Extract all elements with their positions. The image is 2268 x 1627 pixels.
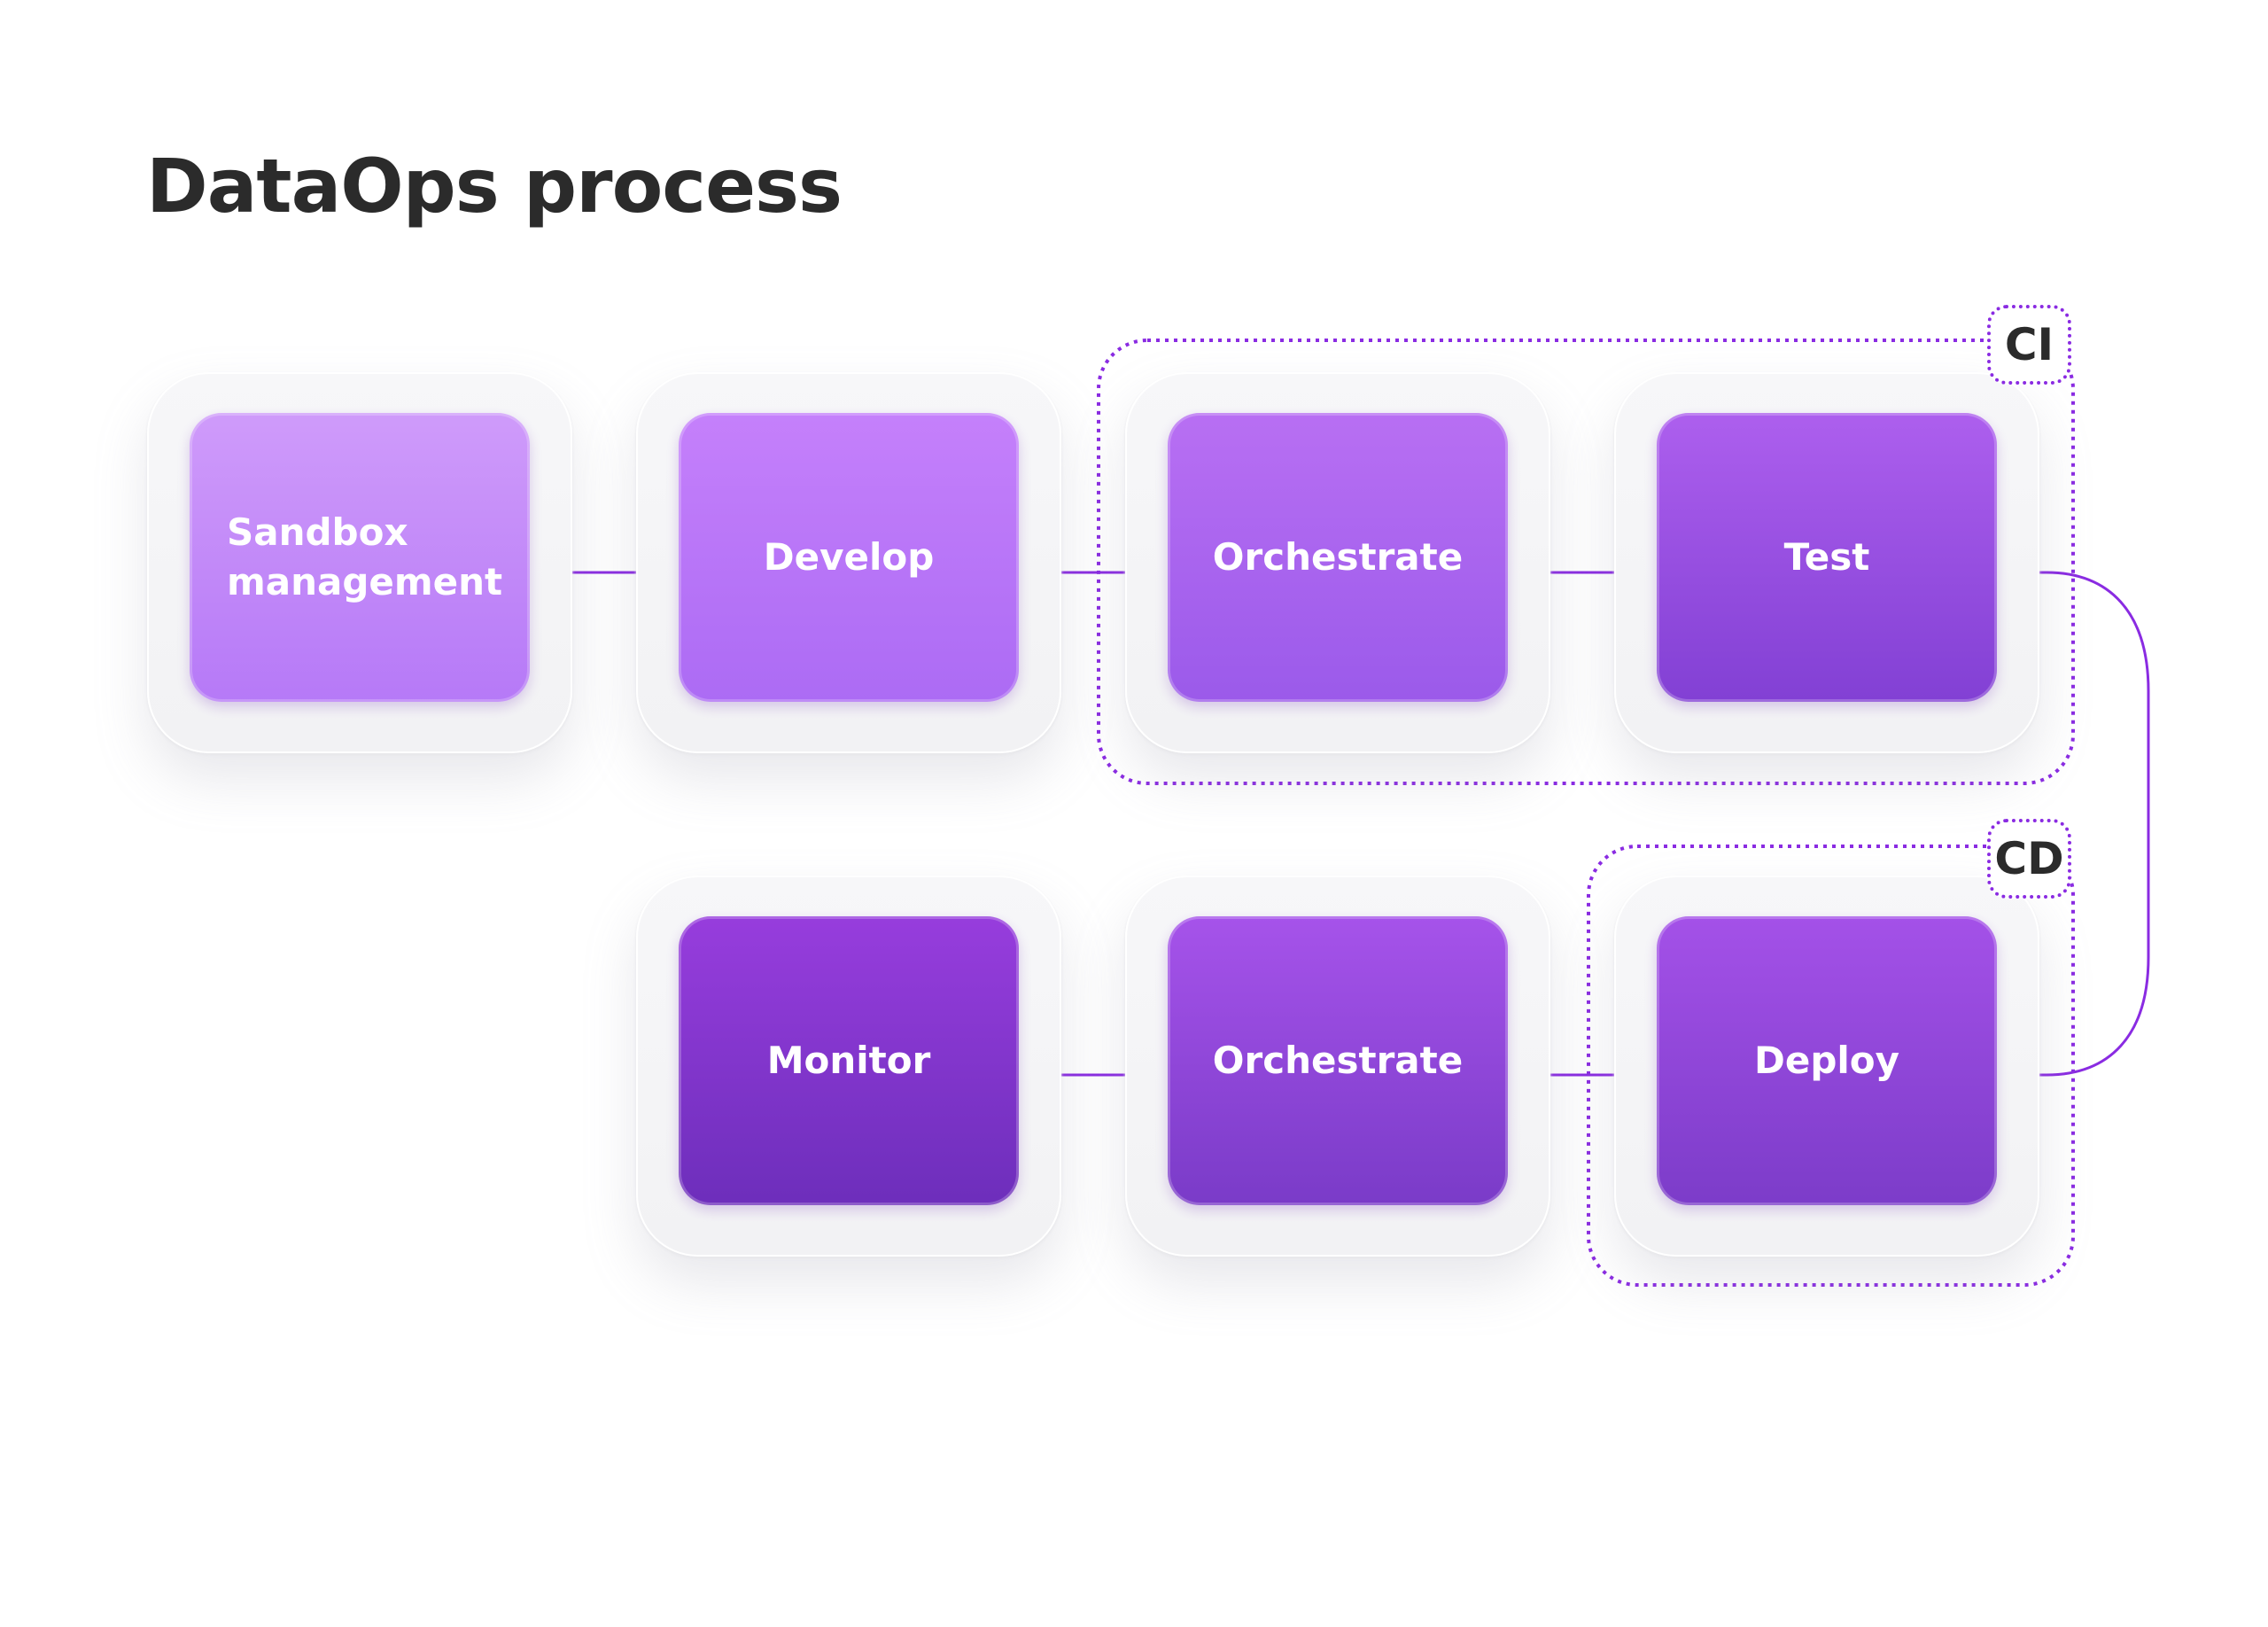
step-label: Test [1783,535,1870,579]
step-label: Develop [763,535,935,579]
step-label: Sandbox management [227,510,503,603]
step-develop[interactable]: Develop [679,413,1019,702]
arrow-test-to-deploy [1997,571,2150,1079]
step-label: Monitor [766,1039,931,1082]
step-label: Orchestrate [1212,1039,1464,1082]
step-orchestrate-cd[interactable]: Orchestrate [1168,916,1508,1205]
step-label: Deploy [1753,1039,1900,1082]
ci-group-tag: CI [1987,305,2071,385]
cd-group-tag: CD [1987,819,2071,899]
cd-group-outline [1587,845,2075,1287]
step-deploy[interactable]: Deploy [1657,916,1997,1205]
page-title: DataOps process [146,143,843,230]
ci-group-outline [1097,339,2075,785]
step-monitor[interactable]: Monitor [679,916,1019,1205]
step-label: Orchestrate [1212,535,1464,579]
step-test[interactable]: Test [1657,413,1997,702]
step-sandbox-management[interactable]: Sandbox management [190,413,530,702]
step-orchestrate-ci[interactable]: Orchestrate [1168,413,1508,702]
